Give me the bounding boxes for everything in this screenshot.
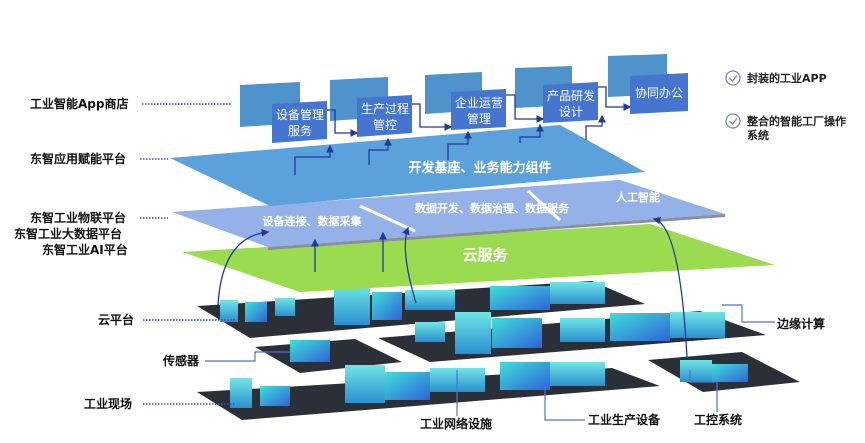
legend: 封装的工业APP 整合的智能工厂操作 系统 — [725, 70, 846, 142]
app-equipment-management[interactable]: 设备管理 服务 — [272, 101, 327, 143]
data-development-label: 数据开发、数据治理、数据服务 — [415, 201, 570, 215]
device-connection-label: 设备连接、数据采集 — [263, 214, 363, 228]
label-bigdata-platform: 东智工业大数据平台 — [14, 226, 122, 241]
cloud-service-layer — [182, 224, 775, 292]
app-label: 管理 — [467, 111, 491, 126]
callouts: 边缘计算 工业网络设施 工业生产设备 工控系统 — [420, 304, 825, 431]
app-platform-layer — [170, 125, 645, 206]
cloud-service-label: 云服务 — [462, 246, 508, 264]
app-product-rd[interactable]: 产品研发 设计 — [543, 82, 598, 123]
ai-label: 人工智能 — [616, 190, 660, 204]
legend-item-packaged-app: 封装的工业APP — [725, 70, 827, 86]
label-industrial-site: 工业现场 — [84, 396, 132, 411]
label-cloud-platform: 云平台 — [98, 312, 134, 327]
check-circle-icon — [725, 70, 741, 86]
legend-label: 系统 — [747, 128, 769, 142]
label-app-store: 工业智能App商店 — [30, 96, 128, 111]
label-iot-platform: 东智工业物联平台 — [30, 210, 126, 225]
app-flow-arrows — [217, 86, 688, 359]
callout-production-equipment: 工业生产设备 — [588, 412, 661, 427]
app-production-control[interactable]: 生产过程 管控 — [357, 95, 412, 137]
app-label: 服务 — [288, 123, 312, 138]
factory-buildings — [220, 282, 748, 408]
app-label: 设计 — [559, 105, 583, 119]
app-label: 生产过程 — [361, 101, 409, 116]
left-labels: 工业智能App商店 东智应用赋能平台 东智工业物联平台 东智工业大数据平台 东智… — [14, 96, 290, 411]
label-app-platform: 东智应用赋能平台 — [30, 151, 126, 166]
label-sensor: 传感器 — [162, 353, 200, 368]
label-ai-platform: 东智工业AI平台 — [42, 242, 128, 257]
app-collaborative-office[interactable]: 协同办公 — [630, 73, 688, 114]
app-label: 设备管理 — [276, 107, 324, 122]
callout-network: 工业网络设施 — [420, 416, 492, 431]
app-label: 管控 — [373, 117, 397, 132]
check-circle-icon — [725, 113, 741, 129]
legend-label: 整合的智能工厂操作 — [746, 114, 846, 128]
app-enterprise-operation[interactable]: 企业运营 管理 — [451, 89, 506, 130]
app-label: 产品研发 — [547, 88, 595, 103]
callout-control-system: 工控系统 — [694, 412, 742, 427]
dev-base-label: 开发基座、业务能力组件 — [408, 160, 551, 176]
callout-edge-computing: 边缘计算 — [776, 316, 825, 331]
app-boxes: 设备管理 服务 生产过程 管控 企业运营 管理 产品研发 设计 协同办公 — [272, 73, 688, 143]
data-layer: 设备连接、数据采集 数据开发、数据治理、数据服务 人工智能 — [172, 180, 725, 250]
legend-label: 封装的工业APP — [747, 71, 827, 85]
legend-item-factory-os: 整合的智能工厂操作 系统 — [725, 113, 846, 142]
app-label: 协同办公 — [635, 85, 683, 100]
app-label: 企业运营 — [455, 95, 503, 110]
